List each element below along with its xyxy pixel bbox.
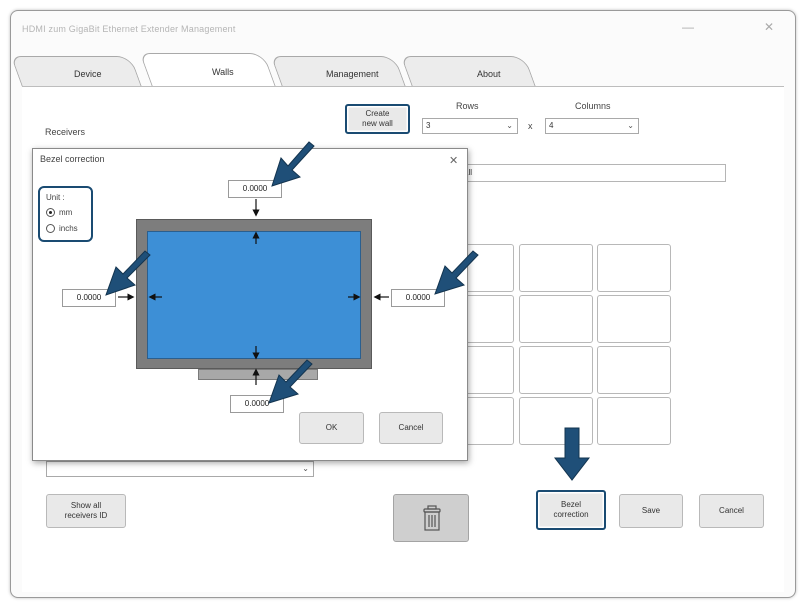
dialog-ok-button[interactable]: OK: [299, 412, 364, 444]
dialog-close-icon[interactable]: ✕: [449, 155, 459, 167]
tab-about[interactable]: [400, 56, 536, 87]
tab-about-label: About: [477, 69, 501, 79]
minimize-icon[interactable]: —: [682, 20, 694, 34]
top-bezel-input[interactable]: 0.0000: [228, 180, 282, 198]
monitor-stand: [198, 369, 318, 380]
times-sign: x: [528, 121, 533, 131]
trash-icon: [423, 505, 441, 531]
chevron-down-icon: ⌄: [506, 121, 513, 130]
unit-mm-label: mm: [59, 208, 73, 217]
bottom-bezel-input[interactable]: 0.0000: [230, 395, 284, 413]
wall-cell[interactable]: [597, 346, 671, 394]
wall-cell[interactable]: [597, 397, 671, 445]
wall-cell[interactable]: [597, 295, 671, 343]
wall-name-field[interactable]: all: [460, 164, 726, 182]
monitor-screen: [147, 231, 361, 359]
receivers-select[interactable]: ⌄: [46, 461, 314, 477]
receivers-label: Receivers: [45, 127, 86, 137]
cancel-button[interactable]: Cancel: [699, 494, 764, 528]
close-icon[interactable]: ✕: [764, 20, 775, 34]
unit-mm-radio[interactable]: [46, 208, 55, 217]
unit-inches-label: inchs: [59, 224, 78, 233]
wall-cell[interactable]: [519, 244, 593, 292]
columns-value: 4: [549, 121, 554, 130]
wall-cell[interactable]: [597, 244, 671, 292]
columns-select[interactable]: 4 ⌄: [545, 118, 639, 134]
window-title: HDMI zum GigaBit Ethernet Extender Manag…: [22, 24, 236, 34]
left-bezel-input[interactable]: 0.0000: [62, 289, 116, 307]
bezel-correction-button[interactable]: Bezel correction: [536, 490, 606, 530]
unit-label: Unit :: [46, 193, 65, 202]
tab-management-label: Management: [326, 69, 379, 79]
rows-value: 3: [426, 121, 431, 130]
wall-cell[interactable]: [519, 295, 593, 343]
wall-cell[interactable]: [519, 346, 593, 394]
columns-label: Columns: [575, 101, 611, 111]
unit-inches-radio[interactable]: [46, 224, 55, 233]
right-bezel-input[interactable]: 0.0000: [391, 289, 445, 307]
delete-button[interactable]: [393, 494, 469, 542]
wall-cell[interactable]: [519, 397, 593, 445]
create-wall-button[interactable]: Create new wall: [345, 104, 410, 134]
chevron-down-icon: ⌄: [302, 464, 309, 473]
rows-label: Rows: [456, 101, 479, 111]
chevron-down-icon: ⌄: [627, 121, 634, 130]
tab-walls[interactable]: [139, 53, 276, 87]
dialog-cancel-button[interactable]: Cancel: [379, 412, 443, 444]
tabs-divider: [22, 86, 784, 87]
wall-name-value: all: [464, 168, 473, 177]
show-receivers-id-button[interactable]: Show all receivers ID: [46, 494, 126, 528]
tab-device-label: Device: [74, 69, 102, 79]
rows-select[interactable]: 3 ⌄: [422, 118, 518, 134]
save-button[interactable]: Save: [619, 494, 683, 528]
dialog-title: Bezel correction: [40, 154, 105, 164]
tab-walls-label: Walls: [212, 67, 234, 77]
